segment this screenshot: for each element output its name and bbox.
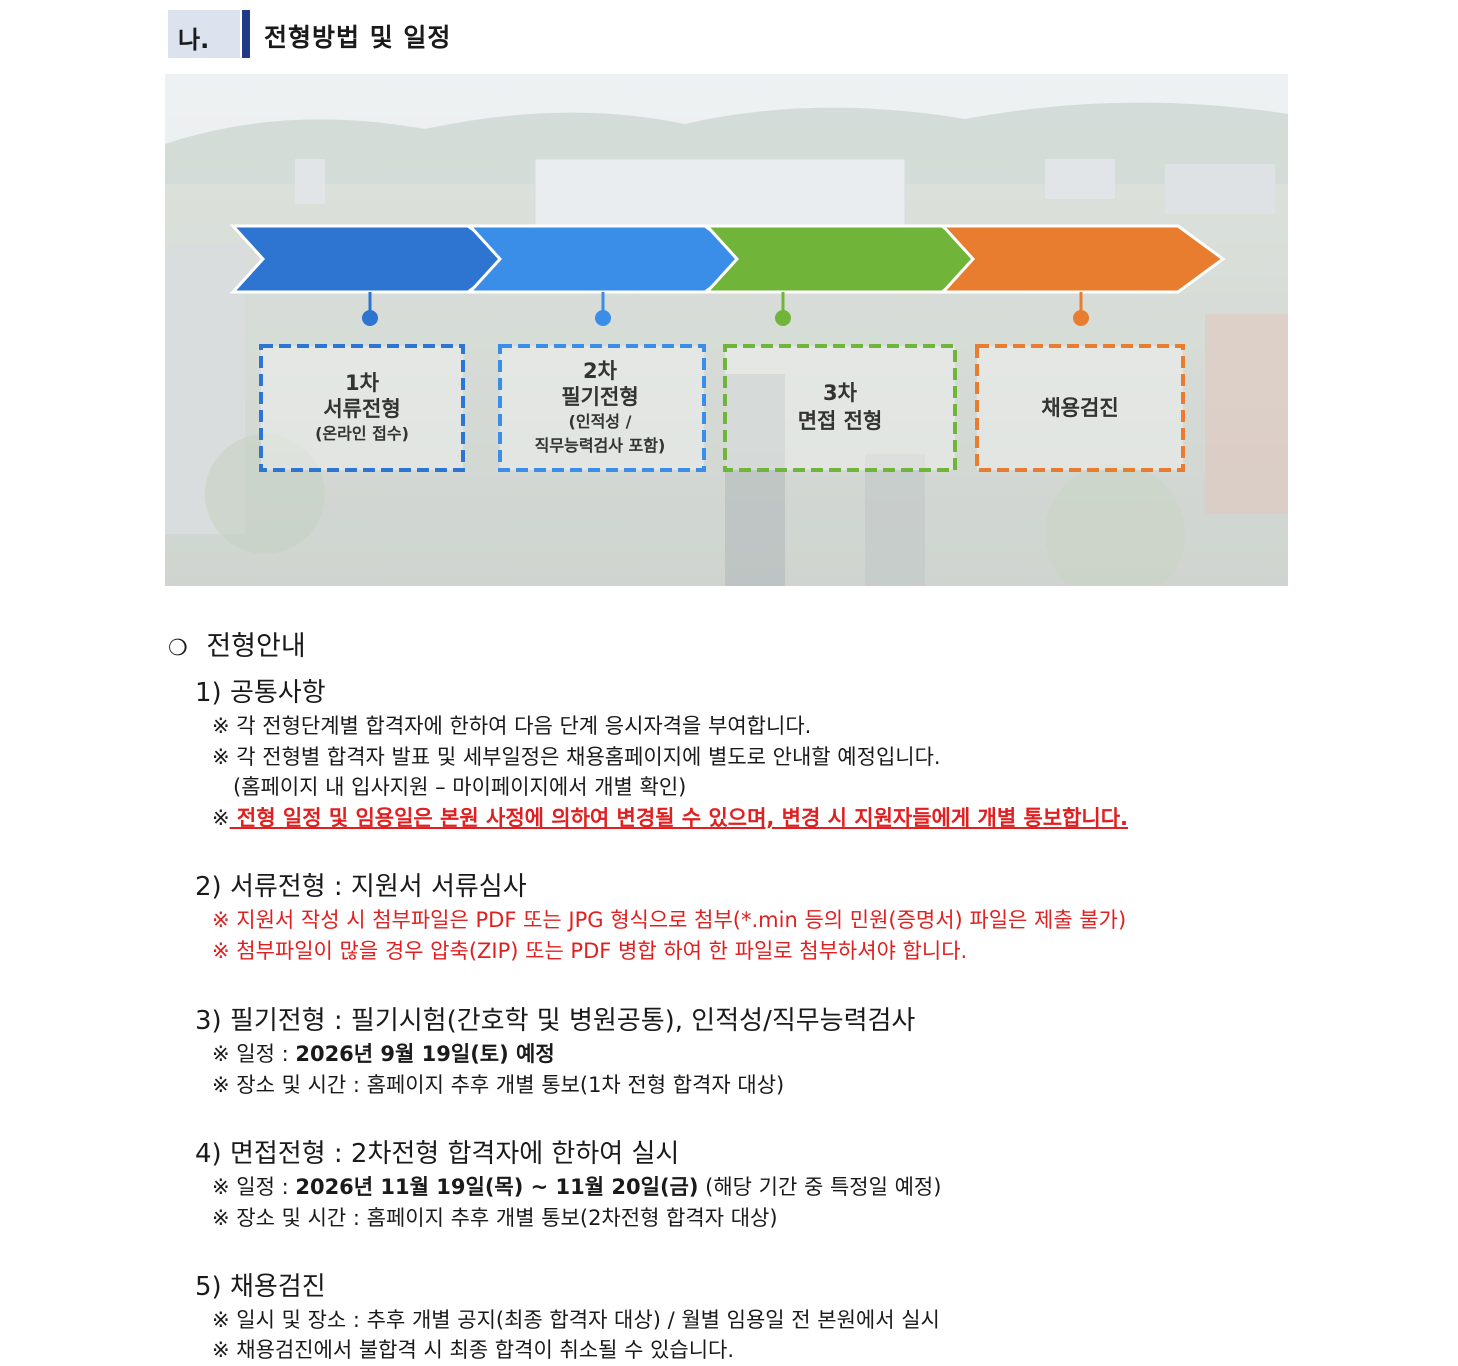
s3-note-1: ※ 일정 : 2026년 9월 19일(토) 예정 xyxy=(212,1038,555,1068)
step-4-label: 채용검진 xyxy=(980,394,1180,422)
step-2-name: 필기전형 xyxy=(561,385,639,409)
step-4-name: 채용검진 xyxy=(1041,396,1119,420)
step-2-detail-2: 직무능력검사 포함) xyxy=(534,436,666,455)
s1-note-1: ※ 각 전형단계별 합격자에 한하여 다음 단계 응시자격을 부여합니다. xyxy=(212,714,812,738)
guide-title: ❍ 전형안내 xyxy=(168,624,306,663)
guide-title-text: 전형안내 xyxy=(206,631,306,662)
s5-note-2: ※ 채용검진에서 불합격 시 최종 합격이 취소될 수 있습니다. xyxy=(212,1338,735,1362)
process-chevrons xyxy=(229,224,1226,294)
s4-date: 2026년 11월 19일(목) ~ 11월 20일(금) xyxy=(295,1175,699,1199)
s4-heading: 4) 면접전형 : 2차전형 합격자에 한하여 실시 xyxy=(195,1139,680,1169)
s3-heading: 3) 필기전형 : 필기시험(간호학 및 병원공통), 인적성/직무능력검사 xyxy=(195,1006,916,1036)
step-3-connector-dot xyxy=(775,310,791,326)
s4-note-1-suffix: (해당 기간 중 특정일 예정) xyxy=(698,1175,942,1199)
step-4-chevron xyxy=(939,224,1226,294)
step-3-box xyxy=(723,344,957,472)
step-1-chevron xyxy=(229,224,516,294)
s3-note-2: ※ 장소 및 시간 : 홈페이지 추후 개별 통보(1차 전형 합격자 대상) xyxy=(212,1073,785,1097)
step-2-order: 2차 xyxy=(583,359,617,383)
s5-heading: 5) 채용검진 xyxy=(195,1272,326,1302)
s4-note-2: ※ 장소 및 시간 : 홈페이지 추후 개별 통보(2차전형 합격자 대상) xyxy=(212,1206,778,1230)
section-title: 전형방법 및 일정 xyxy=(264,23,452,52)
step-3-chevron xyxy=(703,224,990,294)
s5-note-1: ※ 일시 및 장소 : 추후 개별 공지(최종 합격자 대상) / 월별 임용일… xyxy=(212,1308,940,1332)
step-1-connector-dot xyxy=(362,310,378,326)
step-1-box xyxy=(259,344,465,472)
s1-note-4-text: 전형 일정 및 임용일은 본원 사정에 의하여 변경될 수 있으며, 변경 시 … xyxy=(229,806,1129,830)
step-3-name: 면접 전형 xyxy=(797,409,883,433)
step-1-order: 1차 xyxy=(345,371,379,395)
step-2-label: 2차 필기전형 (인적성 / 직무능력검사 포함) xyxy=(500,358,700,458)
step-3-order: 3차 xyxy=(823,381,857,405)
s1-note-3: (홈페이지 내 입사지원 – 마이페이지에서 개별 확인) xyxy=(233,775,687,799)
s1-note-4-mark: ※ xyxy=(212,806,230,830)
step-4-box xyxy=(975,344,1185,472)
s3-note-1-prefix: ※ 일정 : xyxy=(212,1042,296,1066)
step-1-label: 1차 서류전형 (온라인 접수) xyxy=(262,370,462,446)
step-4-connector-dot xyxy=(1073,310,1089,326)
process-step-boxes xyxy=(259,344,1185,472)
step-1-detail: (온라인 접수) xyxy=(315,424,409,443)
s4-note-1-prefix: ※ 일정 : xyxy=(212,1175,296,1199)
s1-note-4: ※ 전형 일정 및 임용일은 본원 사정에 의하여 변경될 수 있으며, 변경 … xyxy=(212,802,1128,832)
step-1-name: 서류전형 xyxy=(323,397,401,421)
section-number-box: 나. xyxy=(168,10,240,58)
step-2-detail-1: (인적성 / xyxy=(568,412,632,431)
s4-note-1: ※ 일정 : 2026년 11월 19일(목) ~ 11월 20일(금) (해당… xyxy=(212,1171,941,1201)
s2-note-2: ※ 첨부파일이 많을 경우 압축(ZIP) 또는 PDF 병합 하여 한 파일로… xyxy=(212,939,968,963)
s3-date: 2026년 9월 19일(토) 예정 xyxy=(295,1042,555,1066)
s2-note-1: ※ 지원서 작성 시 첨부파일은 PDF 또는 JPG 형식으로 첨부(*.mi… xyxy=(212,908,1127,932)
step-2-connector-dot xyxy=(595,310,611,326)
section-header: 나. 전형방법 및 일정 xyxy=(168,8,568,60)
s1-note-2: ※ 각 전형별 합격자 발표 및 세부일정은 채용홈페이지에 별도로 안내할 예… xyxy=(212,745,941,769)
step-3-label: 3차 면접 전형 xyxy=(740,379,940,435)
section-number: 나. xyxy=(178,26,210,54)
section-accent-bar xyxy=(242,10,250,58)
s1-heading: 1) 공통사항 xyxy=(195,678,326,708)
process-banner: 1차 서류전형 (온라인 접수) 2차 필기전형 (인적성 / 직무능력검사 포… xyxy=(165,74,1288,586)
step-2-box xyxy=(498,344,706,472)
s2-heading: 2) 서류전형 : 지원서 서류심사 xyxy=(195,872,527,902)
step-2-chevron xyxy=(466,224,753,294)
process-connectors xyxy=(362,292,1089,326)
circle-bullet-icon: ❍ xyxy=(168,636,188,661)
banner-background xyxy=(165,74,1288,586)
